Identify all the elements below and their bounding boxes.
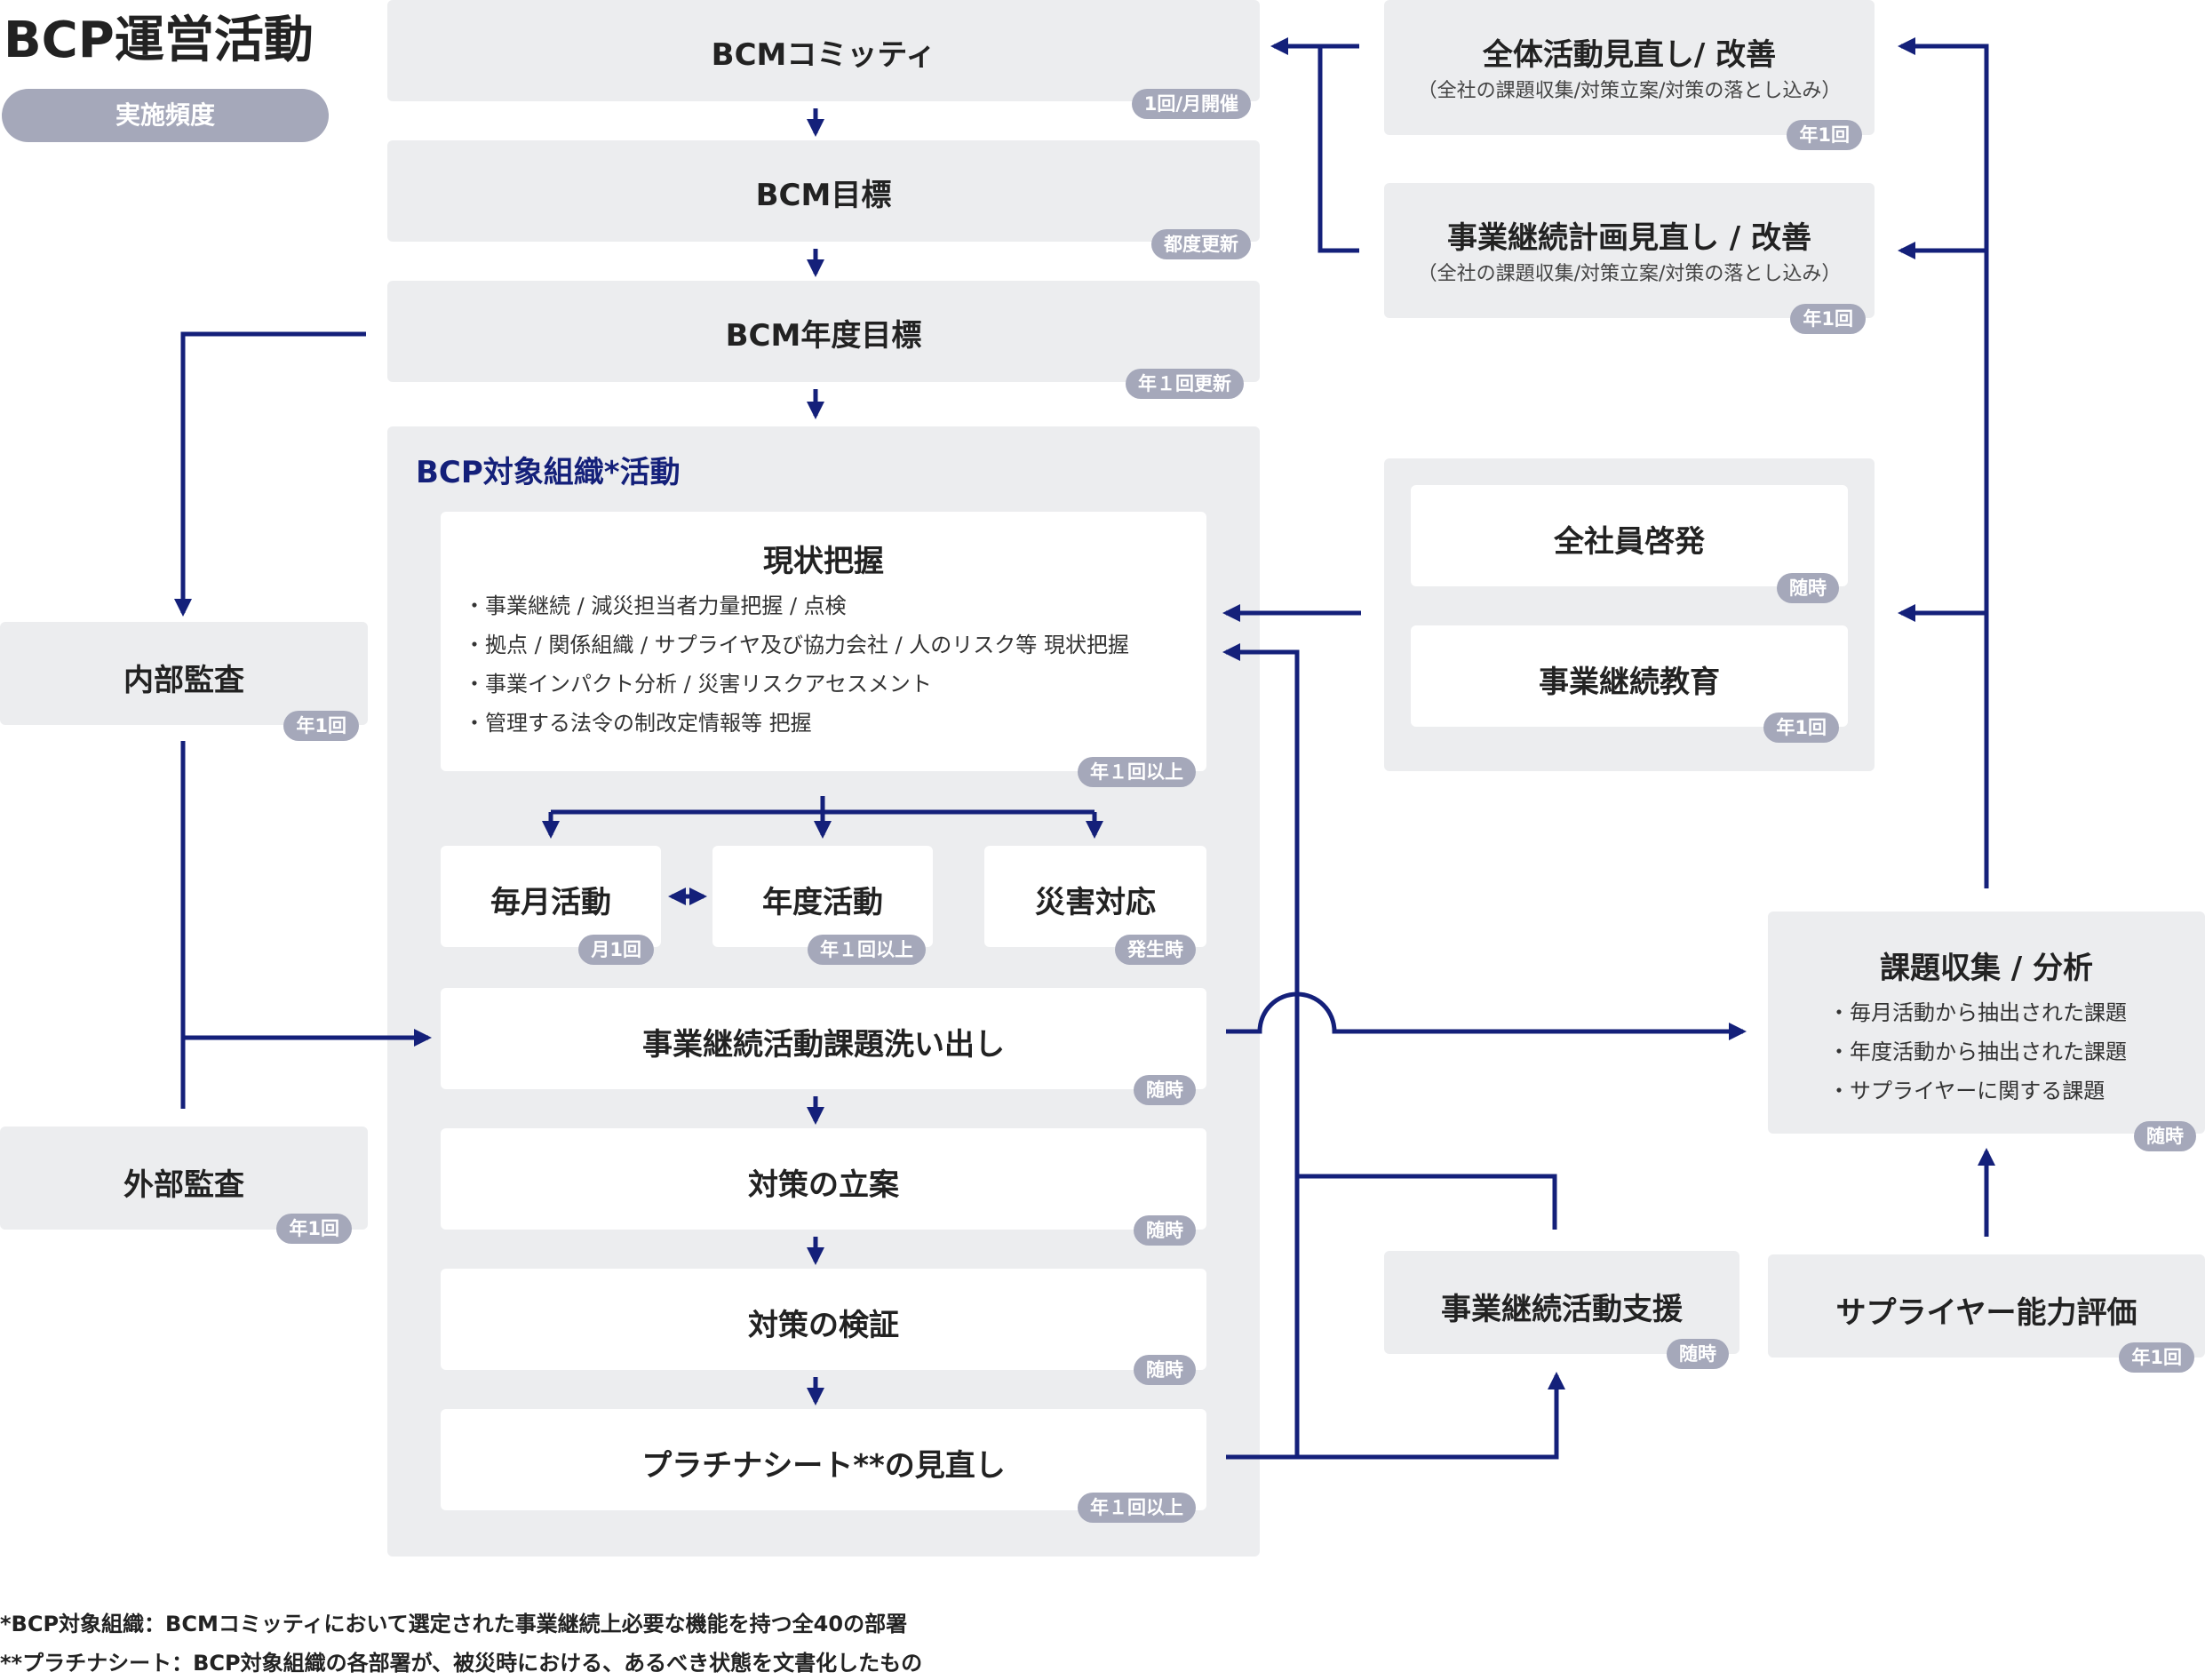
countermeasure-verify-label: 対策の検証 [748, 1308, 899, 1343]
platinum-review-box: プラチナシート**の見直し [441, 1409, 1206, 1510]
annual-activity-box: 年度活動 [712, 846, 933, 947]
bcp-review-note: （全社の課題収集/対策立案/対策の落とし込み） [1417, 263, 1842, 285]
footnote-bcp-org: *BCP対象組織：BCMコミッティにおいて選定された事業継続上必要な機能を持つ全… [0, 1612, 908, 1636]
countermeasure-verify-box: 対策の検証 [441, 1269, 1206, 1370]
external-audit-label: 外部監査 [123, 1167, 244, 1203]
overall-review-box: 全体活動見直し/ 改善 （全社の課題収集/対策立案/対策の落とし込み） [1384, 0, 1875, 135]
issue-extraction-box: 事業継続活動課題洗い出し [441, 988, 1206, 1089]
current-status-bullet: ・拠点 / 関係組織 / サプライヤ及び協力会社 / 人のリスク等 現状把握 [464, 633, 1129, 657]
external-audit-box: 外部監査 [0, 1127, 368, 1230]
education-box: 事業継続教育 [1411, 625, 1848, 727]
bcm-goal-label: BCM目標 [755, 178, 892, 213]
issue-analysis-bullet: ・毎月活動から抽出された課題 [1828, 1000, 2127, 1025]
bcp-org-heading: BCP対象組織*活動 [416, 455, 681, 490]
arrow-reviews-to-committee [1274, 46, 1359, 253]
disaster-response-box: 災害対応 [984, 846, 1206, 947]
overall-review-label: 全体活動見直し/ 改善 [1482, 37, 1777, 73]
bcm-annual-goal-freq-badge: 年１回更新 [1126, 369, 1244, 399]
bcm-committee-box: BCMコミッティ [387, 0, 1260, 101]
current-status-bullet: ・事業継続 / 減災担当者力量把握 / 点検 [464, 593, 847, 618]
education-label: 事業継続教育 [1539, 665, 1720, 700]
internal-audit-box: 内部監査 [0, 622, 368, 725]
issue-analysis-box: 課題収集 / 分析 ・毎月活動から抽出された課題 ・年度活動から抽出された課題 … [1768, 912, 2205, 1134]
annual-activity-label: 年度活動 [762, 885, 883, 920]
disaster-response-freq-badge: 発生時 [1115, 935, 1196, 965]
issue-extraction-label: 事業継続活動課題洗い出し [642, 1027, 1005, 1063]
current-status-bullet: ・事業インパクト分析 / 災害リスクアセスメント [464, 672, 932, 697]
overall-review-freq-badge: 年1回 [1787, 120, 1862, 150]
bcp-review-label: 事業継続計画見直し / 改善 [1446, 220, 1812, 256]
arrow-annual-goal-to-internal-audit [174, 331, 366, 617]
issue-extraction-freq-badge: 随時 [1134, 1075, 1196, 1105]
support-freq-badge: 随時 [1667, 1339, 1729, 1369]
issue-analysis-trunk [1898, 37, 1989, 888]
support-to-status-line [1222, 643, 1557, 1230]
awareness-label: 全社員啓発 [1554, 524, 1705, 560]
bcm-annual-goal-label: BCM年度目標 [725, 318, 922, 354]
support-label: 事業継続活動支援 [1441, 1292, 1683, 1327]
education-freq-badge: 年1回 [1763, 713, 1839, 743]
issue-analysis-freq-badge: 随時 [2134, 1121, 2196, 1151]
supplier-eval-box: サプライヤー能力評価 [1768, 1254, 2205, 1358]
awareness-box: 全社員啓発 [1411, 485, 1848, 586]
countermeasure-verify-freq-badge: 随時 [1134, 1355, 1196, 1385]
current-status-freq-badge: 年１回以上 [1078, 757, 1196, 787]
footnote-platinum-sheet: **プラチナシート：BCP対象組織の各部署が、被災時における、あるべき状態を文書… [0, 1651, 923, 1676]
bcm-committee-freq-badge: 1回/月開催 [1131, 89, 1251, 119]
frequency-legend-pill: 実施頻度 [2, 89, 329, 142]
bcp-review-box: 事業継続計画見直し / 改善 （全社の課題収集/対策立案/対策の落とし込み） [1384, 183, 1875, 318]
bcm-annual-goal-box: BCM年度目標 [387, 281, 1260, 382]
issue-analysis-label: 課題収集 / 分析 [1879, 951, 2094, 986]
issue-analysis-bullet: ・年度活動から抽出された課題 [1828, 1039, 2127, 1064]
countermeasure-plan-box: 対策の立案 [441, 1128, 1206, 1230]
internal-audit-freq-badge: 年1回 [283, 711, 359, 741]
platinum-review-label: プラチナシート**の見直し [641, 1448, 1006, 1484]
page-title: BCP運営活動 [4, 12, 314, 69]
current-status-label: 現状把握 [763, 544, 884, 579]
supplier-eval-freq-badge: 年1回 [2119, 1342, 2194, 1373]
arrow-platinum-to-support [1226, 1372, 1565, 1460]
internal-audit-label: 内部監査 [123, 663, 244, 698]
bcp-review-freq-badge: 年1回 [1790, 304, 1866, 334]
bcm-committee-label: BCMコミッティ [711, 37, 936, 73]
arrow-extraction-to-analysis [1226, 991, 1747, 1040]
awareness-freq-badge: 随時 [1777, 573, 1839, 603]
current-status-box: 現状把握 ・事業継続 / 減災担当者力量把握 / 点検 ・拠点 / 関係組織 /… [441, 512, 1206, 771]
monthly-activity-box: 毎月活動 [441, 846, 661, 947]
issue-analysis-bullet: ・サプライヤーに関する課題 [1828, 1079, 2105, 1103]
issue-analysis-bullets: ・毎月活動から抽出された課題 ・年度活動から抽出された課題 ・サプライヤーに関す… [1828, 993, 2127, 1111]
current-status-bullet: ・管理する法令の制改定情報等 把握 [464, 711, 812, 736]
bcm-goal-box: BCM目標 [387, 140, 1260, 242]
supplier-eval-label: サプライヤー能力評価 [1835, 1295, 2137, 1331]
external-audit-freq-badge: 年1回 [276, 1214, 352, 1244]
countermeasure-plan-freq-badge: 随時 [1134, 1215, 1196, 1246]
overall-review-note: （全社の課題収集/対策立案/対策の落とし込み） [1417, 80, 1842, 102]
platinum-review-freq-badge: 年１回以上 [1078, 1493, 1196, 1523]
countermeasure-plan-label: 対策の立案 [748, 1167, 899, 1203]
monthly-activity-label: 毎月活動 [490, 885, 611, 920]
disaster-response-label: 災害対応 [1035, 885, 1156, 920]
annual-activity-freq-badge: 年１回以上 [808, 935, 926, 965]
support-box: 事業継続活動支援 [1384, 1251, 1739, 1354]
bcm-goal-freq-badge: 都度更新 [1151, 229, 1251, 259]
monthly-activity-freq-badge: 月1回 [578, 935, 654, 965]
current-status-bullets: ・事業継続 / 減災担当者力量把握 / 点検 ・拠点 / 関係組織 / サプライ… [464, 586, 1129, 743]
